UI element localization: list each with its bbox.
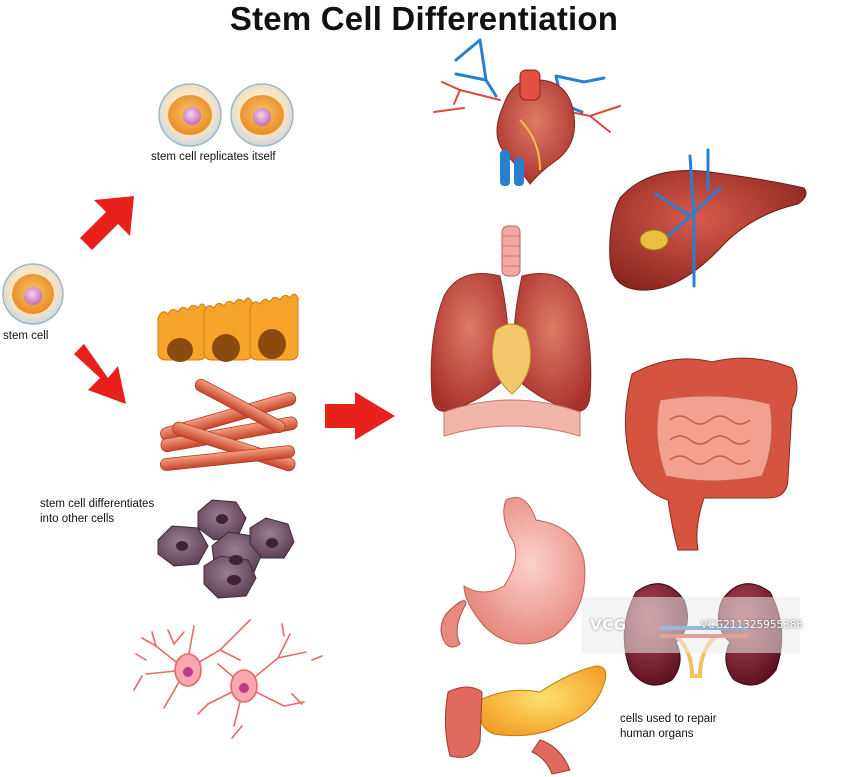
lungs-organ bbox=[430, 225, 592, 437]
label-differentiates-line1: stem cell differentiates bbox=[40, 498, 155, 510]
stem-cell bbox=[2, 263, 64, 325]
adipose-cells bbox=[157, 499, 295, 599]
arrow-to-replication bbox=[80, 196, 134, 250]
epithelial-cells bbox=[157, 293, 299, 362]
label-repair-line1: cells used to repair bbox=[620, 713, 717, 725]
watermark: VCG VCG211325955386 bbox=[582, 597, 804, 653]
stomach-organ bbox=[440, 497, 586, 648]
neurons bbox=[133, 619, 323, 739]
watermark-id: VCG211325955386 bbox=[700, 619, 804, 631]
watermark-logo: VCG bbox=[590, 616, 627, 634]
arrow-to-organs bbox=[325, 392, 395, 440]
replicated-stem-cell-right bbox=[230, 83, 294, 147]
muscle-fibers bbox=[159, 378, 298, 472]
pancreas-organ bbox=[444, 665, 607, 775]
arrow-to-differentiation bbox=[74, 344, 126, 404]
intestines-organ bbox=[625, 357, 798, 551]
liver-organ bbox=[609, 148, 807, 291]
label-differentiates-line2: into other cells bbox=[40, 513, 115, 525]
page-title: Stem Cell Differentiation bbox=[229, 0, 619, 37]
replicated-stem-cell-left bbox=[158, 83, 222, 147]
label-repair-line2: human organs bbox=[620, 728, 694, 740]
label-stem-cell: stem cell bbox=[3, 330, 49, 342]
diagram-canvas bbox=[2, 38, 807, 775]
label-replicates: stem cell replicates itself bbox=[151, 151, 276, 163]
heart-organ bbox=[433, 38, 621, 186]
